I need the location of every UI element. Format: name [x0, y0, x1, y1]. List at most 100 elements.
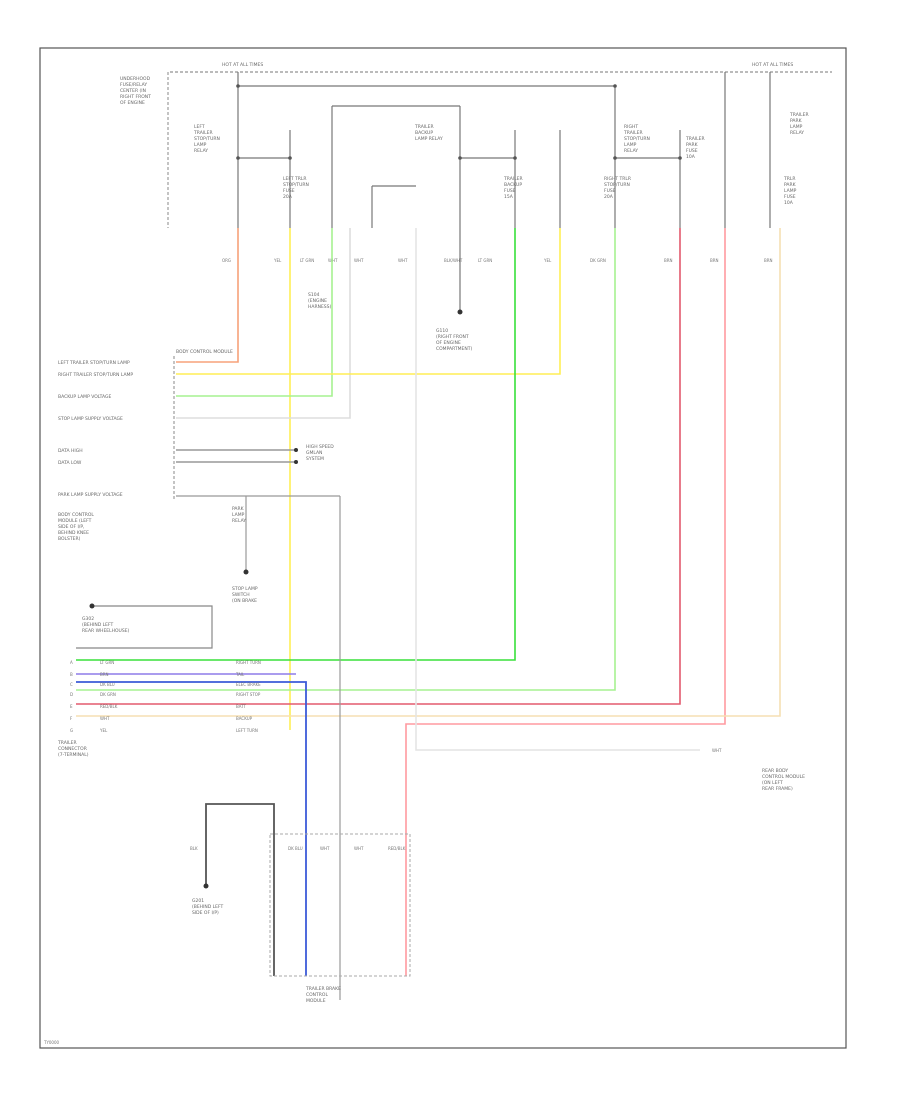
park-supply-line	[176, 495, 341, 1000]
svg-text:WHT: WHT	[398, 258, 408, 263]
svg-text:DATA HIGH: DATA HIGH	[58, 448, 83, 454]
svg-text:TAIL: TAIL	[235, 672, 245, 677]
svg-text:DK BLU: DK BLU	[288, 846, 303, 851]
svg-text:MODULE (LEFT: MODULE (LEFT	[58, 518, 92, 524]
trailer-connector-pins: A LT GRN RIGHT TURN B BRN TAIL C DK BLU …	[70, 660, 261, 733]
svg-text:RIGHT: RIGHT	[624, 124, 638, 130]
splice-s104-label: S104 (ENGINE HARNESS)	[308, 292, 332, 310]
svg-text:WHT: WHT	[354, 258, 364, 263]
data-high-arrow	[294, 448, 298, 452]
right-ref-label: REAR BODY CONTROL MODULE (ON LEFT REAR F…	[762, 768, 805, 792]
svg-text:RIGHT STOP: RIGHT STOP	[236, 692, 261, 697]
svg-text:RED/BLK: RED/BLK	[388, 846, 406, 851]
svg-text:A: A	[70, 660, 73, 665]
relay-label-backup: TRAILER BACKUP LAMP RELAY	[414, 124, 443, 142]
svg-text:TRAILER: TRAILER	[623, 130, 643, 136]
svg-text:MODULE: MODULE	[306, 998, 326, 1004]
svg-text:BRN: BRN	[100, 672, 109, 677]
svg-text:PARK: PARK	[784, 182, 797, 188]
svg-text:BACKUP: BACKUP	[415, 130, 433, 136]
fuse-label-trailer-park: TRAILER PARK FUSE 10A	[685, 136, 705, 160]
fuse-label-left-stop-turn: LEFT TRLR STOP/TURN FUSE 20A	[283, 176, 309, 200]
svg-text:TRAILER BRAKE: TRAILER BRAKE	[305, 986, 341, 992]
fuse-header-left: HOT AT ALL TIMES	[222, 62, 263, 68]
svg-text:RIGHT TURN: RIGHT TURN	[236, 660, 261, 665]
park-relay-label: PARK LAMP RELAY	[232, 506, 246, 524]
svg-text:COMPARTMENT): COMPARTMENT)	[436, 346, 472, 352]
fuse-label-backup: TRAILER BACKUP FUSE 15A	[503, 176, 523, 200]
svg-text:FUSE: FUSE	[504, 188, 516, 194]
svg-text:STOP/TURN: STOP/TURN	[283, 182, 309, 188]
svg-text:CENTER (IN: CENTER (IN	[120, 88, 146, 94]
svg-text:DK GRN: DK GRN	[100, 692, 116, 697]
svg-text:LAMP RELAY: LAMP RELAY	[415, 136, 443, 142]
svg-text:YEL: YEL	[543, 258, 552, 263]
svg-text:BRN: BRN	[664, 258, 673, 263]
svg-text:OF ENGINE: OF ENGINE	[120, 100, 145, 106]
wire-lightgreen-right	[76, 228, 616, 691]
svg-text:LAMP: LAMP	[194, 142, 207, 148]
svg-text:SIDE OF I/P,: SIDE OF I/P,	[58, 524, 84, 530]
data-link-label: HIGH SPEED GMLAN SYSTEM	[306, 444, 334, 462]
data-low-arrow	[294, 460, 298, 464]
svg-text:LT GRN: LT GRN	[478, 258, 492, 263]
svg-text:RED/BLK: RED/BLK	[100, 704, 118, 709]
svg-text:CONNECTOR: CONNECTOR	[58, 746, 87, 752]
svg-text:TRLR: TRLR	[783, 176, 796, 182]
svg-text:CONTROL MODULE: CONTROL MODULE	[762, 774, 805, 780]
fuse-header-right: HOT AT ALL TIMES	[752, 62, 793, 68]
harness-ground-dot	[89, 603, 95, 609]
svg-text:YEL: YEL	[99, 728, 108, 733]
left-module-label: BODY CONTROL MODULE (LEFT SIDE OF I/P, B…	[58, 512, 94, 542]
svg-text:(ENGINE: (ENGINE	[308, 298, 327, 304]
underhood-fuse-center-label: UNDERHOOD FUSE/RELAY CENTER (IN RIGHT FR…	[120, 76, 151, 106]
svg-text:STOP LAMP: STOP LAMP	[232, 586, 258, 592]
svg-text:15A: 15A	[504, 194, 514, 200]
svg-text:SYSTEM: SYSTEM	[306, 456, 324, 462]
svg-text:BODY CONTROL: BODY CONTROL	[58, 512, 94, 518]
svg-text:TRAILER: TRAILER	[503, 176, 523, 182]
svg-text:OF ENGINE: OF ENGINE	[436, 340, 461, 346]
brake-switch-label: STOP LAMP SWITCH (ON BRAKE	[232, 586, 258, 604]
svg-text:DATA LOW: DATA LOW	[58, 460, 82, 466]
svg-text:BRN: BRN	[710, 258, 719, 263]
svg-text:WHT: WHT	[354, 846, 364, 851]
svg-text:(BEHIND LEFT: (BEHIND LEFT	[192, 904, 224, 910]
svg-text:F: F	[70, 716, 73, 721]
fuse-label-right-stop-turn: RIGHT TRLR STOP/TURN FUSE 20A	[604, 176, 631, 200]
svg-text:G302: G302	[82, 616, 94, 622]
svg-text:DK BLU: DK BLU	[100, 682, 115, 687]
ground-g110-label: G110 (RIGHT FRONT OF ENGINE COMPARTMENT)	[436, 328, 472, 352]
svg-text:FUSE: FUSE	[784, 194, 796, 200]
harness-ground-wire	[76, 605, 213, 649]
wire-pink	[405, 228, 726, 976]
svg-text:PARK LAMP SUPPLY VOLTAGE: PARK LAMP SUPPLY VOLTAGE	[58, 492, 123, 498]
svg-text:LEFT TURN: LEFT TURN	[236, 728, 258, 733]
svg-text:LEFT: LEFT	[194, 124, 205, 130]
svg-text:RELAY: RELAY	[194, 148, 208, 154]
data-link-lines	[176, 449, 296, 463]
brake-controller-black-wire	[205, 803, 275, 976]
svg-text:C: C	[70, 682, 73, 687]
svg-text:GMLAN: GMLAN	[306, 450, 322, 456]
svg-text:SWITCH: SWITCH	[232, 592, 250, 598]
svg-text:STOP/TURN: STOP/TURN	[604, 182, 630, 188]
relay-wiring	[237, 72, 771, 310]
brake-controller-pins: BLK DK BLU WHT WHT RED/BLK	[190, 846, 406, 851]
wire-red	[76, 228, 681, 705]
svg-text:RIGHT TRAILER STOP/TURN LAMP: RIGHT TRAILER STOP/TURN LAMP	[58, 372, 133, 378]
svg-text:FUSE: FUSE	[283, 188, 295, 194]
svg-text:BACKUP LAMP VOLTAGE: BACKUP LAMP VOLTAGE	[58, 394, 112, 400]
wire-white-stop	[176, 228, 351, 419]
svg-text:PARK: PARK	[686, 142, 699, 148]
svg-text:STOP/TURN: STOP/TURN	[624, 136, 650, 142]
brake-ground-dot	[203, 883, 209, 889]
footer-code: TY0000	[43, 1040, 60, 1045]
bcm-signal-labels: LEFT TRAILER STOP/TURN LAMP RIGHT TRAILE…	[58, 360, 133, 498]
svg-text:TRAILER: TRAILER	[193, 130, 213, 136]
svg-text:ORG: ORG	[222, 258, 231, 263]
svg-text:ELEC BRAKE: ELEC BRAKE	[236, 682, 261, 687]
svg-text:REAR WHEELHOUSE): REAR WHEELHOUSE)	[82, 628, 130, 634]
svg-text:G: G	[70, 728, 73, 733]
